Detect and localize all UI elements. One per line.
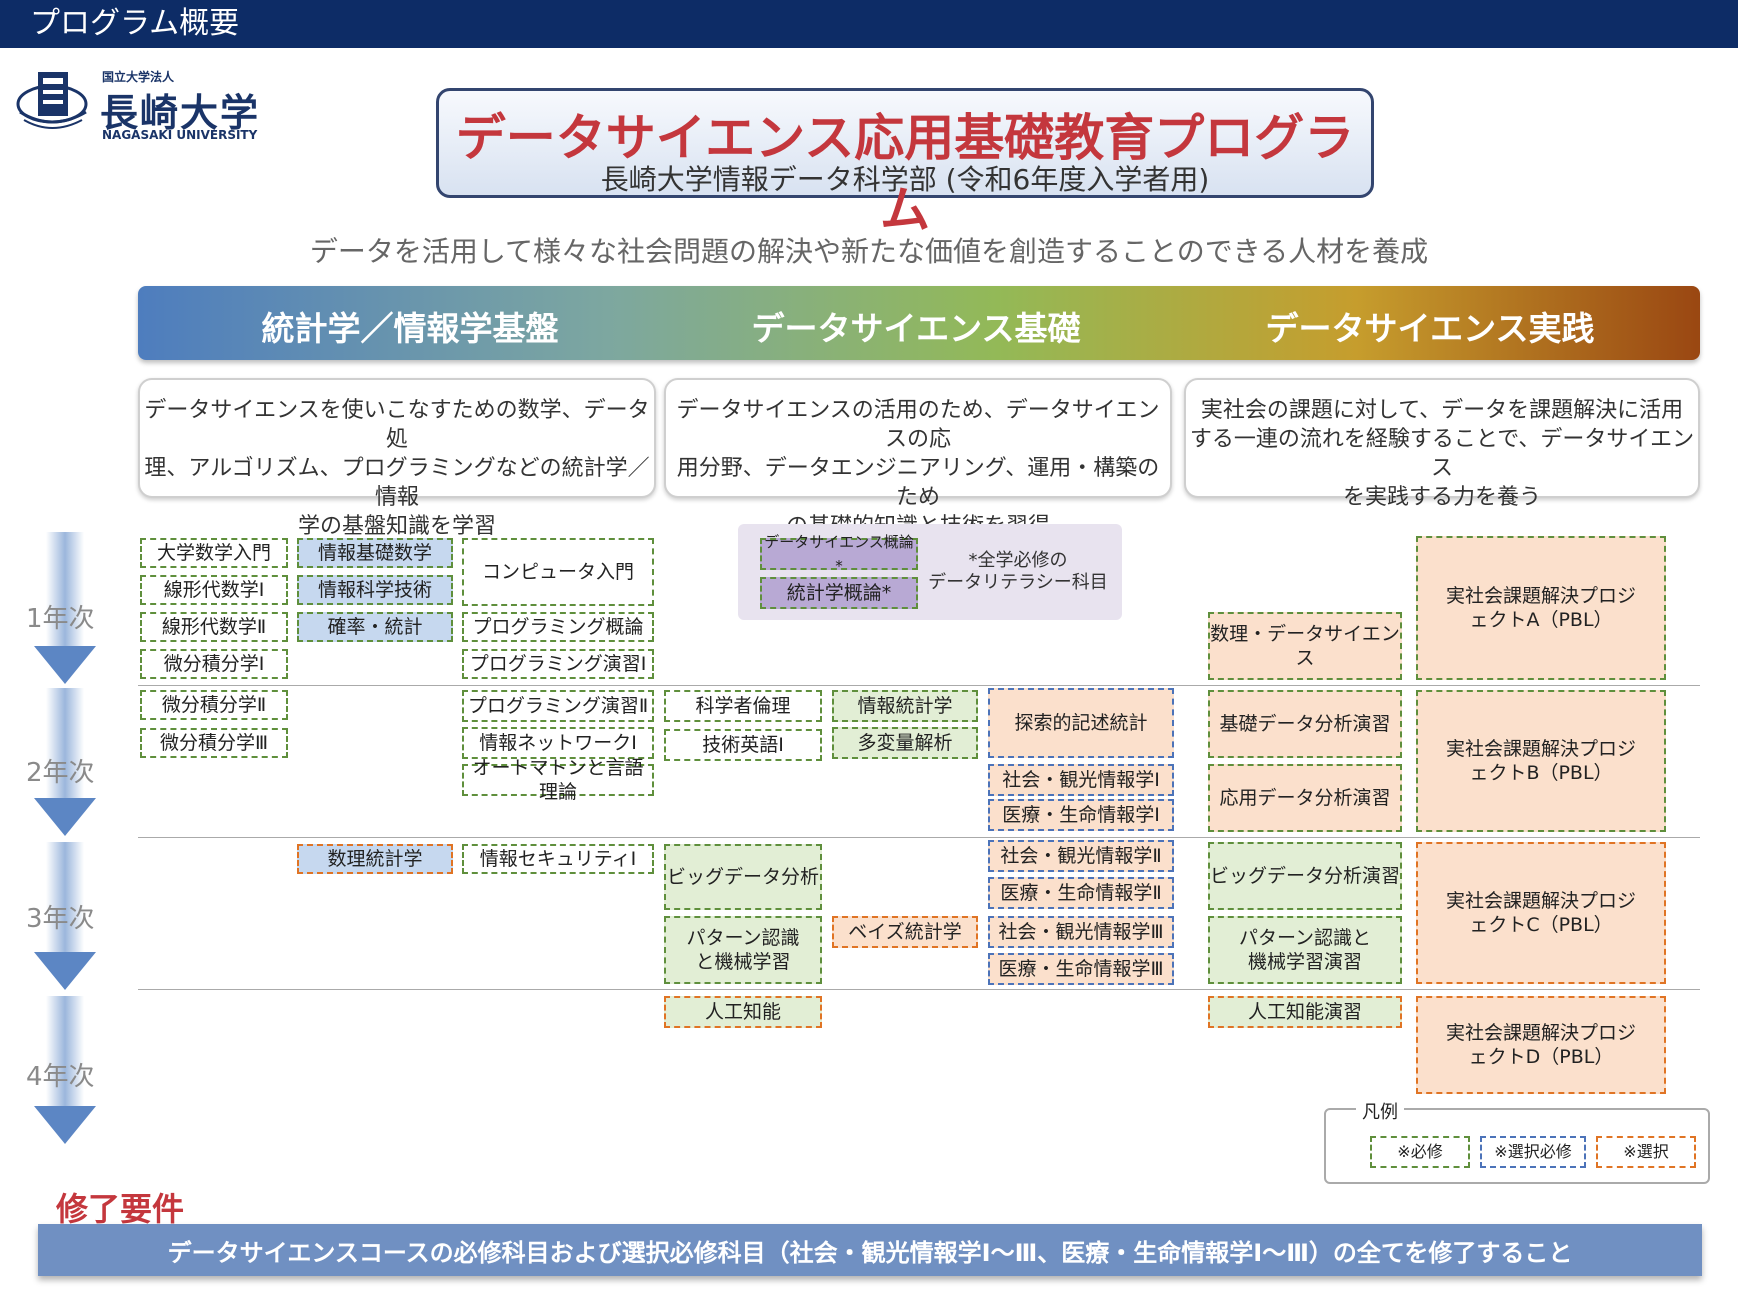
course-box: 医療・生命情報学Ⅱ <box>988 877 1174 909</box>
course-box: プログラミング演習Ⅰ <box>462 649 654 679</box>
course-box: 実社会課題解決プロジェクトD（PBL） <box>1416 996 1666 1094</box>
course-box: 人工知能 <box>664 996 822 1028</box>
program-tagline: データを活用して様々な社会問題の解決や新たな価値を創造することのできる人材を養成 <box>309 235 1429 268</box>
year-divider <box>138 837 1700 838</box>
year-divider <box>138 989 1700 990</box>
column-heading-basics: データサイエンス基礎 <box>751 309 1081 348</box>
year-label-1: 1年次 <box>26 604 95 634</box>
year-1-arrow <box>34 532 96 684</box>
course-box: 情報セキュリティⅠ <box>462 844 654 874</box>
course-box: 社会・観光情報学Ⅱ <box>988 840 1174 872</box>
legend-title: 凡例 <box>1356 1098 1404 1124</box>
course-box: プログラミング概論 <box>462 612 654 642</box>
course-box: ビッグデータ分析演習 <box>1208 842 1402 910</box>
course-box: パターン認識と機械学習 <box>664 916 822 984</box>
university-logo-icon <box>16 72 88 129</box>
legend-required: ※必修 <box>1370 1136 1470 1168</box>
university-name-en: NAGASAKI UNIVERSITY <box>102 128 258 142</box>
year-4-arrow <box>34 996 96 1144</box>
column-description-foundation: データサイエンスを使いこなすための数学、データ処理、アルゴリズム、プログラミング… <box>138 378 656 539</box>
course-box: 基礎データ分析演習 <box>1208 690 1402 758</box>
course-box: 応用データ分析演習 <box>1208 764 1402 832</box>
course-box: 実社会課題解決プロジェクトB（PBL） <box>1416 690 1666 832</box>
course-box: 実社会課題解決プロジェクトC（PBL） <box>1416 842 1666 984</box>
legend-selective-required: ※選択必修 <box>1480 1136 1586 1168</box>
course-box: 情報基礎数学 <box>297 538 453 568</box>
year-label-2: 2年次 <box>26 758 95 788</box>
course-box: 大学数学入門 <box>140 538 288 568</box>
column-heading-practice: データサイエンス実践 <box>1265 309 1595 348</box>
legend-elective: ※選択 <box>1596 1136 1696 1168</box>
header-bar <box>0 0 1738 48</box>
course-box: 社会・観光情報学Ⅲ <box>988 916 1174 948</box>
course-box: 人工知能演習 <box>1208 996 1402 1028</box>
university-name: 長崎大学 <box>100 91 261 135</box>
year-label-3: 3年次 <box>26 904 95 934</box>
course-box: 情報統計学 <box>832 690 978 722</box>
course-box: 確率・統計 <box>297 612 453 642</box>
completion-title: 修了要件 <box>56 1190 185 1228</box>
year-label-4: 4年次 <box>26 1062 95 1092</box>
year-3-arrow <box>34 842 96 990</box>
course-box: 社会・観光情報学Ⅰ <box>988 764 1174 796</box>
course-box: 統計学概論* <box>760 577 918 609</box>
literacy-note: *全学必修のデータリテラシー科目 <box>928 550 1108 593</box>
course-box: ベイズ統計学 <box>832 916 978 948</box>
logo-caption: 国立大学法人 <box>102 70 175 84</box>
course-box: 多変量解析 <box>832 727 978 759</box>
category-band <box>138 286 1700 360</box>
course-box: 科学者倫理 <box>664 690 822 722</box>
year-divider <box>138 685 1700 686</box>
course-box: 微分積分学Ⅰ <box>140 649 288 679</box>
course-box: 情報ネットワークⅠ <box>462 727 654 759</box>
course-box: プログラミング演習Ⅱ <box>462 690 654 722</box>
course-box: 数理・データサイエンス <box>1208 612 1402 680</box>
completion-requirement: データサイエンスコースの必修科目および選択必修科目（社会・観光情報学Ⅰ～Ⅲ、医療… <box>38 1224 1702 1276</box>
course-box: 技術英語Ⅰ <box>664 729 822 761</box>
course-box: 微分積分学Ⅱ <box>140 690 288 720</box>
course-box: 数理統計学 <box>297 844 453 874</box>
year-2-arrow <box>34 688 96 836</box>
course-box: オートマトンと言語理論 <box>462 757 654 803</box>
program-subtitle: 長崎大学情報データ科学部 (令和6年度入学者用) <box>600 163 1210 196</box>
course-box: 線形代数学Ⅱ <box>140 612 288 642</box>
program-title: データサイエンス応用基礎教育プログラム <box>455 109 1355 239</box>
course-box: パターン認識と機械学習演習 <box>1208 916 1402 984</box>
course-box: 医療・生命情報学Ⅲ <box>988 953 1174 985</box>
title-frame <box>436 88 1374 198</box>
column-heading-foundation: 統計学／情報学基盤 <box>261 309 559 348</box>
course-box: 線形代数学Ⅰ <box>140 575 288 605</box>
course-box: コンピュータ入門 <box>462 538 654 606</box>
course-box: 実社会課題解決プロジェクトA（PBL） <box>1416 536 1666 680</box>
course-box: データサイエンス概論* <box>760 533 918 575</box>
column-description-practice: 実社会の課題に対して、データを課題解決に活用する一連の流れを経験することで、デー… <box>1184 378 1700 510</box>
course-box: ビッグデータ分析 <box>664 844 822 910</box>
course-box: 情報科学技術 <box>297 575 453 605</box>
course-box: 微分積分学Ⅲ <box>140 728 288 758</box>
page-title: プログラム概要 <box>30 6 240 41</box>
course-box: 探索的記述統計 <box>988 688 1174 758</box>
column-description-basics: データサイエンスの活用のため、データサイエンスの応用分野、データエンジニアリング… <box>664 378 1172 539</box>
course-box: 医療・生命情報学Ⅰ <box>988 799 1174 831</box>
